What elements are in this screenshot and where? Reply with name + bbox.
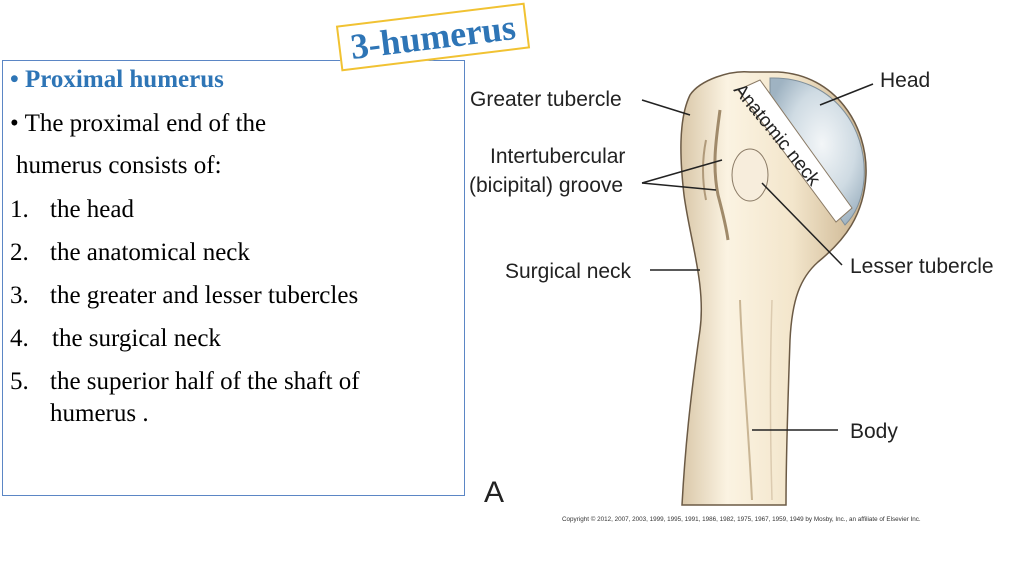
- intro-line-2: humerus consists of:: [16, 152, 222, 179]
- copyright-notice: Copyright © 2012, 2007, 2003, 1999, 1995…: [562, 515, 921, 523]
- label-head: Head: [880, 69, 930, 92]
- list-item-number: 4.: [10, 325, 29, 352]
- label-greater-tubercle: Greater tubercle: [470, 88, 622, 111]
- leader-groove-2: [641, 182, 717, 191]
- bullet-intro-text: The proximal end of the: [24, 110, 267, 137]
- label-intertubercular-line2: (bicipital) groove: [469, 174, 623, 197]
- label-surgical-neck: Surgical neck: [505, 260, 632, 283]
- list-item-number: 2.: [10, 239, 29, 266]
- list-item-number: 5.: [10, 368, 29, 395]
- lesser-tubercle-bump: [731, 148, 769, 202]
- bullet-intro: • The proximal end of the: [10, 110, 267, 137]
- leader-head: [819, 83, 874, 106]
- content-textbox: [2, 60, 465, 496]
- list-item-text-continued: humerus .: [50, 400, 149, 427]
- list-item-text: the superior half of the shaft of: [50, 368, 360, 395]
- anatomic-neck-band: [737, 79, 853, 223]
- leader-groove-1: [641, 159, 723, 184]
- panel-letter: A: [484, 476, 504, 509]
- list-item-number: 1.: [10, 196, 29, 223]
- list-item-text: the anatomical neck: [50, 239, 250, 266]
- bullet-proximal-humerus: • Proximal humerus: [10, 66, 224, 93]
- leader-greater-tubercle: [641, 99, 691, 116]
- list-item-text: the greater and lesser tubercles: [50, 282, 359, 309]
- bullet-proximal-humerus-text: Proximal humerus: [25, 66, 224, 93]
- intertubercular-groove-shape: [713, 109, 730, 241]
- label-body: Body: [850, 420, 898, 443]
- list-item-text: the head: [50, 196, 134, 223]
- list-item-number: 3.: [10, 282, 29, 309]
- label-intertubercular-line1: Intertubercular: [490, 145, 625, 168]
- label-lesser-tubercle: Lesser tubercle: [850, 255, 994, 278]
- list-item-text: the surgical neck: [52, 325, 221, 352]
- leader-lesser-tubercle: [761, 182, 843, 266]
